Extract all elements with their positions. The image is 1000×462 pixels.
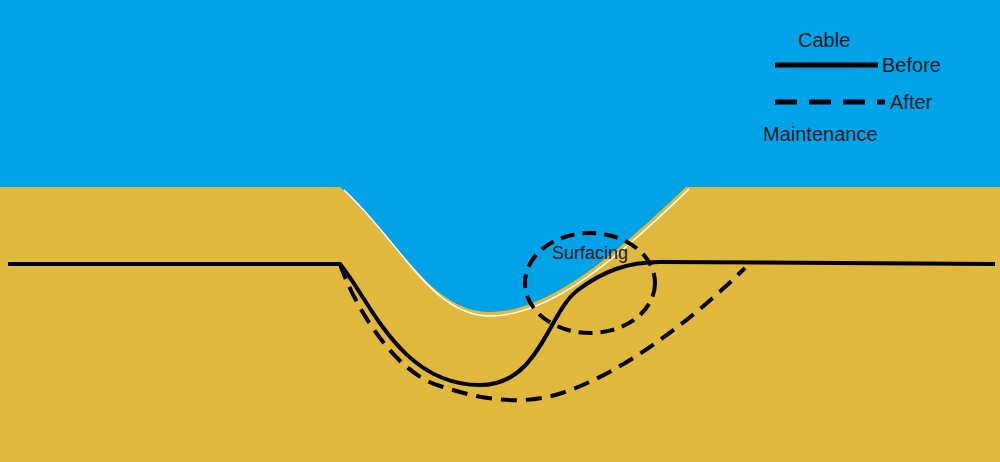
trench-edge <box>344 189 689 316</box>
legend-text: Before <box>882 55 941 75</box>
cable-after <box>340 264 745 400</box>
legend-text: After <box>890 92 932 112</box>
cable-before <box>8 262 995 385</box>
legend-heading: Maintenance <box>763 124 878 144</box>
legend-sample <box>775 100 885 105</box>
sea-water <box>0 0 1000 187</box>
trench-water <box>340 187 686 312</box>
callout-circle: Surfacing <box>522 230 658 336</box>
legend-heading: Cable <box>798 30 850 50</box>
legend-sample <box>775 63 878 68</box>
callout-text: Surfacing <box>522 230 658 262</box>
seabed <box>0 187 1000 462</box>
